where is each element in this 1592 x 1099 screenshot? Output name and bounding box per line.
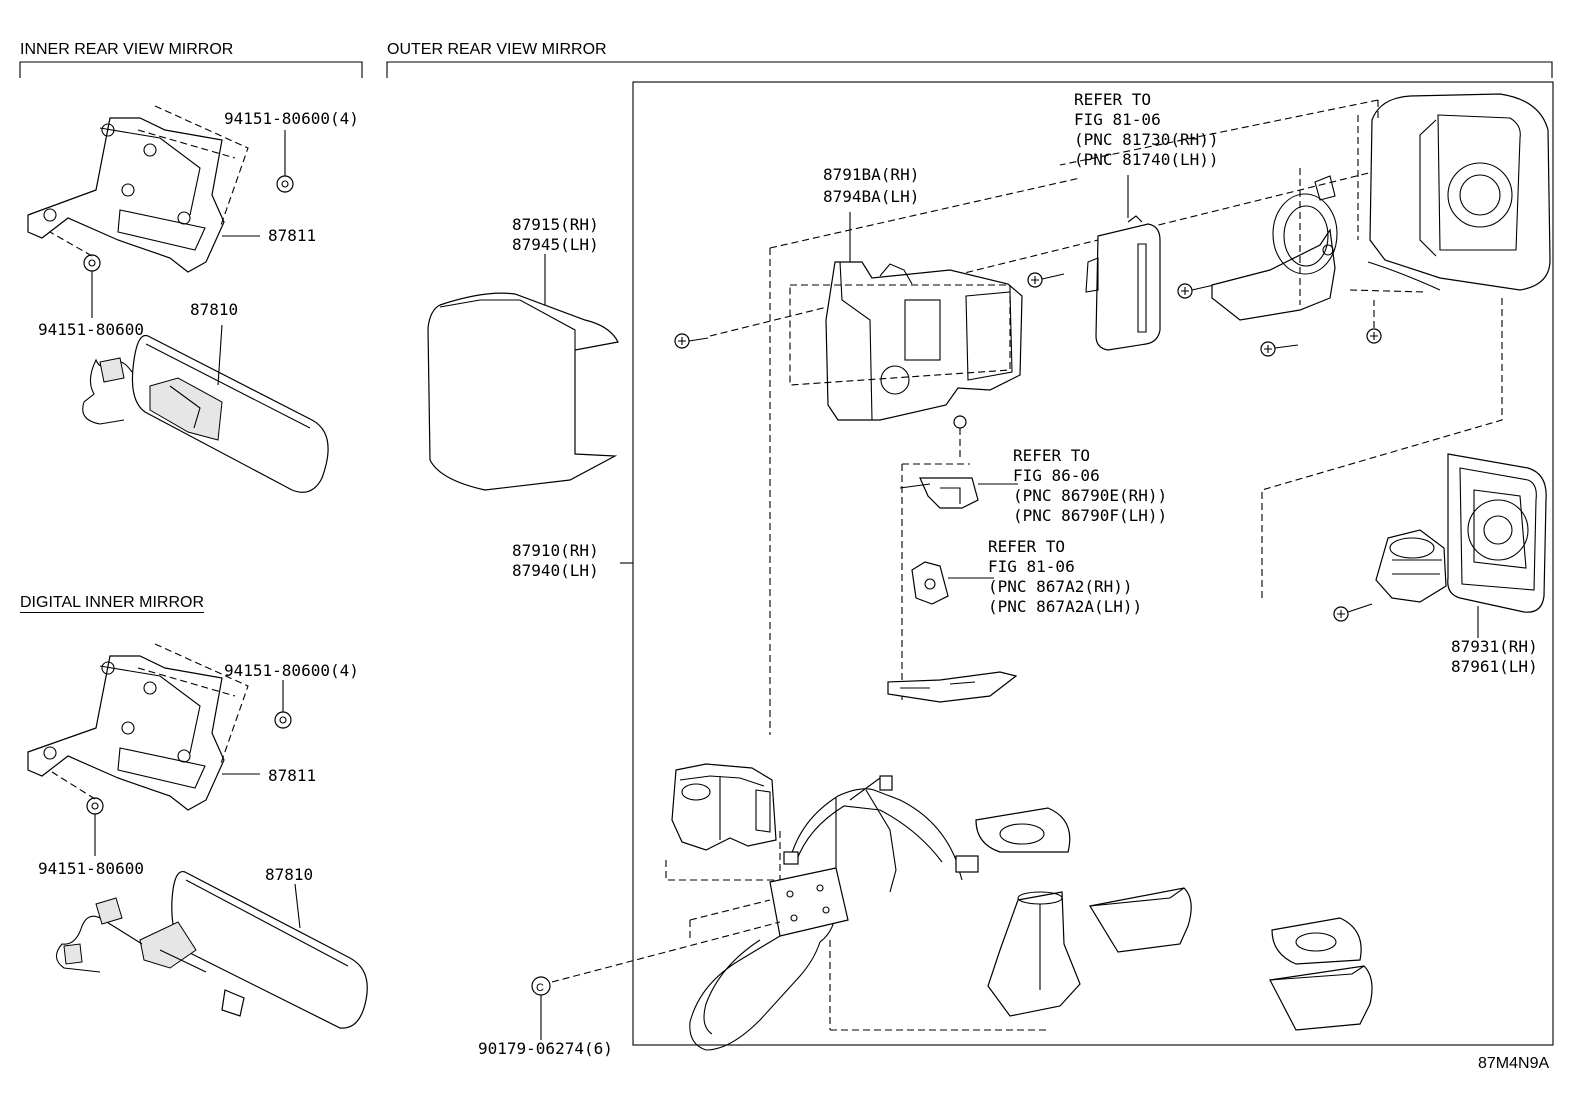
mirror-actuator bbox=[1375, 529, 1447, 603]
mount-bracket-bottom bbox=[887, 671, 1018, 703]
ref3-line2: FIG 81-06 bbox=[988, 557, 1075, 576]
label-glass-rh: 87931(RH) bbox=[1451, 637, 1538, 656]
label-clip: 90179-06274(6) bbox=[478, 1039, 613, 1058]
pad-lower-right bbox=[1271, 917, 1362, 965]
label-assy-rh: 87910(RH) bbox=[512, 541, 599, 560]
digital-nut-bottom bbox=[51, 771, 104, 856]
inner-bracket-87811 bbox=[27, 105, 260, 273]
cover-piece-2 bbox=[1269, 965, 1373, 1031]
ref-part-867A2 bbox=[911, 561, 994, 605]
ref3-line1: REFER TO bbox=[988, 537, 1066, 556]
pad-top-right bbox=[975, 807, 1071, 853]
screw-mid-1 bbox=[1027, 272, 1065, 288]
dash-housing-top bbox=[769, 177, 1081, 249]
label-digital-nut-bottom: 94151-80600 bbox=[38, 859, 144, 878]
svg-text:C: C bbox=[536, 982, 544, 994]
ref-part-86790 bbox=[899, 463, 1018, 700]
label-digital-bracket: 87811 bbox=[268, 766, 317, 785]
mirror-cover-87915 bbox=[427, 254, 619, 491]
label-inner-nut-bottom: 94151-80600 bbox=[38, 320, 144, 339]
label-digital-nut-top: 94151-80600(4) bbox=[224, 661, 359, 680]
inner-nut-bottom bbox=[49, 231, 101, 318]
dash-glass bbox=[1261, 298, 1503, 602]
label-assy-lh: 87940(LH) bbox=[512, 561, 599, 580]
label-housing-lh: 8794BA(LH) bbox=[823, 187, 920, 206]
label-digital-mirror: 87810 bbox=[265, 865, 314, 884]
screw-mid-2 bbox=[1177, 283, 1215, 299]
ref2-line2: FIG 86-06 bbox=[1013, 466, 1100, 485]
label-inner-nut-top: 94151-80600(4) bbox=[224, 109, 359, 128]
screw-mid-3 bbox=[1260, 341, 1299, 357]
ref1-line3: (PNC 81730(RH)) bbox=[1074, 130, 1219, 149]
section-title-outer: OUTER REAR VIEW MIRROR bbox=[387, 41, 607, 58]
ref2-line1: REFER TO bbox=[1013, 446, 1091, 465]
label-housing-rh: 8791BA(RH) bbox=[823, 165, 920, 184]
screw-right bbox=[1366, 300, 1382, 344]
digital-mirror-87810 bbox=[55, 870, 368, 1029]
ref1-line2: FIG 81-06 bbox=[1074, 110, 1161, 129]
ref3-line3: (PNC 867A2(RH)) bbox=[988, 577, 1133, 596]
mirror-base-housing bbox=[1349, 93, 1551, 293]
digital-bracket-87811 bbox=[27, 643, 260, 811]
wire-harness bbox=[689, 775, 979, 1051]
inner-nut-top bbox=[276, 130, 294, 193]
label-inner-mirror: 87810 bbox=[190, 300, 239, 319]
label-cover-lh: 87945(LH) bbox=[512, 235, 599, 254]
dash-ref1 bbox=[1059, 99, 1379, 166]
housing-8791BA bbox=[789, 212, 1023, 421]
ref1-line4: (PNC 81740(LH)) bbox=[1074, 150, 1219, 169]
mirror-glass-87931 bbox=[1447, 453, 1547, 638]
inner-mirror-87810 bbox=[82, 324, 329, 493]
label-cover-rh: 87915(RH) bbox=[512, 215, 599, 234]
bracket-part bbox=[1211, 168, 1338, 321]
screw-small-mid bbox=[953, 415, 967, 460]
screw-left bbox=[674, 333, 709, 349]
label-inner-bracket: 87811 bbox=[268, 226, 317, 245]
motor-unit bbox=[665, 763, 781, 881]
ref1-line1: REFER TO bbox=[1074, 90, 1152, 109]
ref2-line3: (PNC 86790E(RH)) bbox=[1013, 486, 1168, 505]
ref2-line4: (PNC 86790F(LH)) bbox=[1013, 506, 1168, 525]
reference-part-81730 bbox=[1085, 175, 1161, 351]
diagram-code: 87M4N9A bbox=[1478, 1055, 1550, 1072]
cover-piece-1 bbox=[1089, 887, 1192, 953]
label-glass-lh: 87961(LH) bbox=[1451, 657, 1538, 676]
screw-actuator bbox=[1333, 603, 1373, 622]
section-title-inner: INNER REAR VIEW MIRROR bbox=[20, 41, 234, 58]
pedestal-base bbox=[829, 891, 1081, 1031]
ref3-line4: (PNC 867A2A(LH)) bbox=[988, 597, 1143, 616]
section-title-digital: DIGITAL INNER MIRROR bbox=[20, 594, 205, 613]
clip-90179: C bbox=[531, 921, 781, 1040]
digital-nut-top bbox=[274, 680, 292, 729]
